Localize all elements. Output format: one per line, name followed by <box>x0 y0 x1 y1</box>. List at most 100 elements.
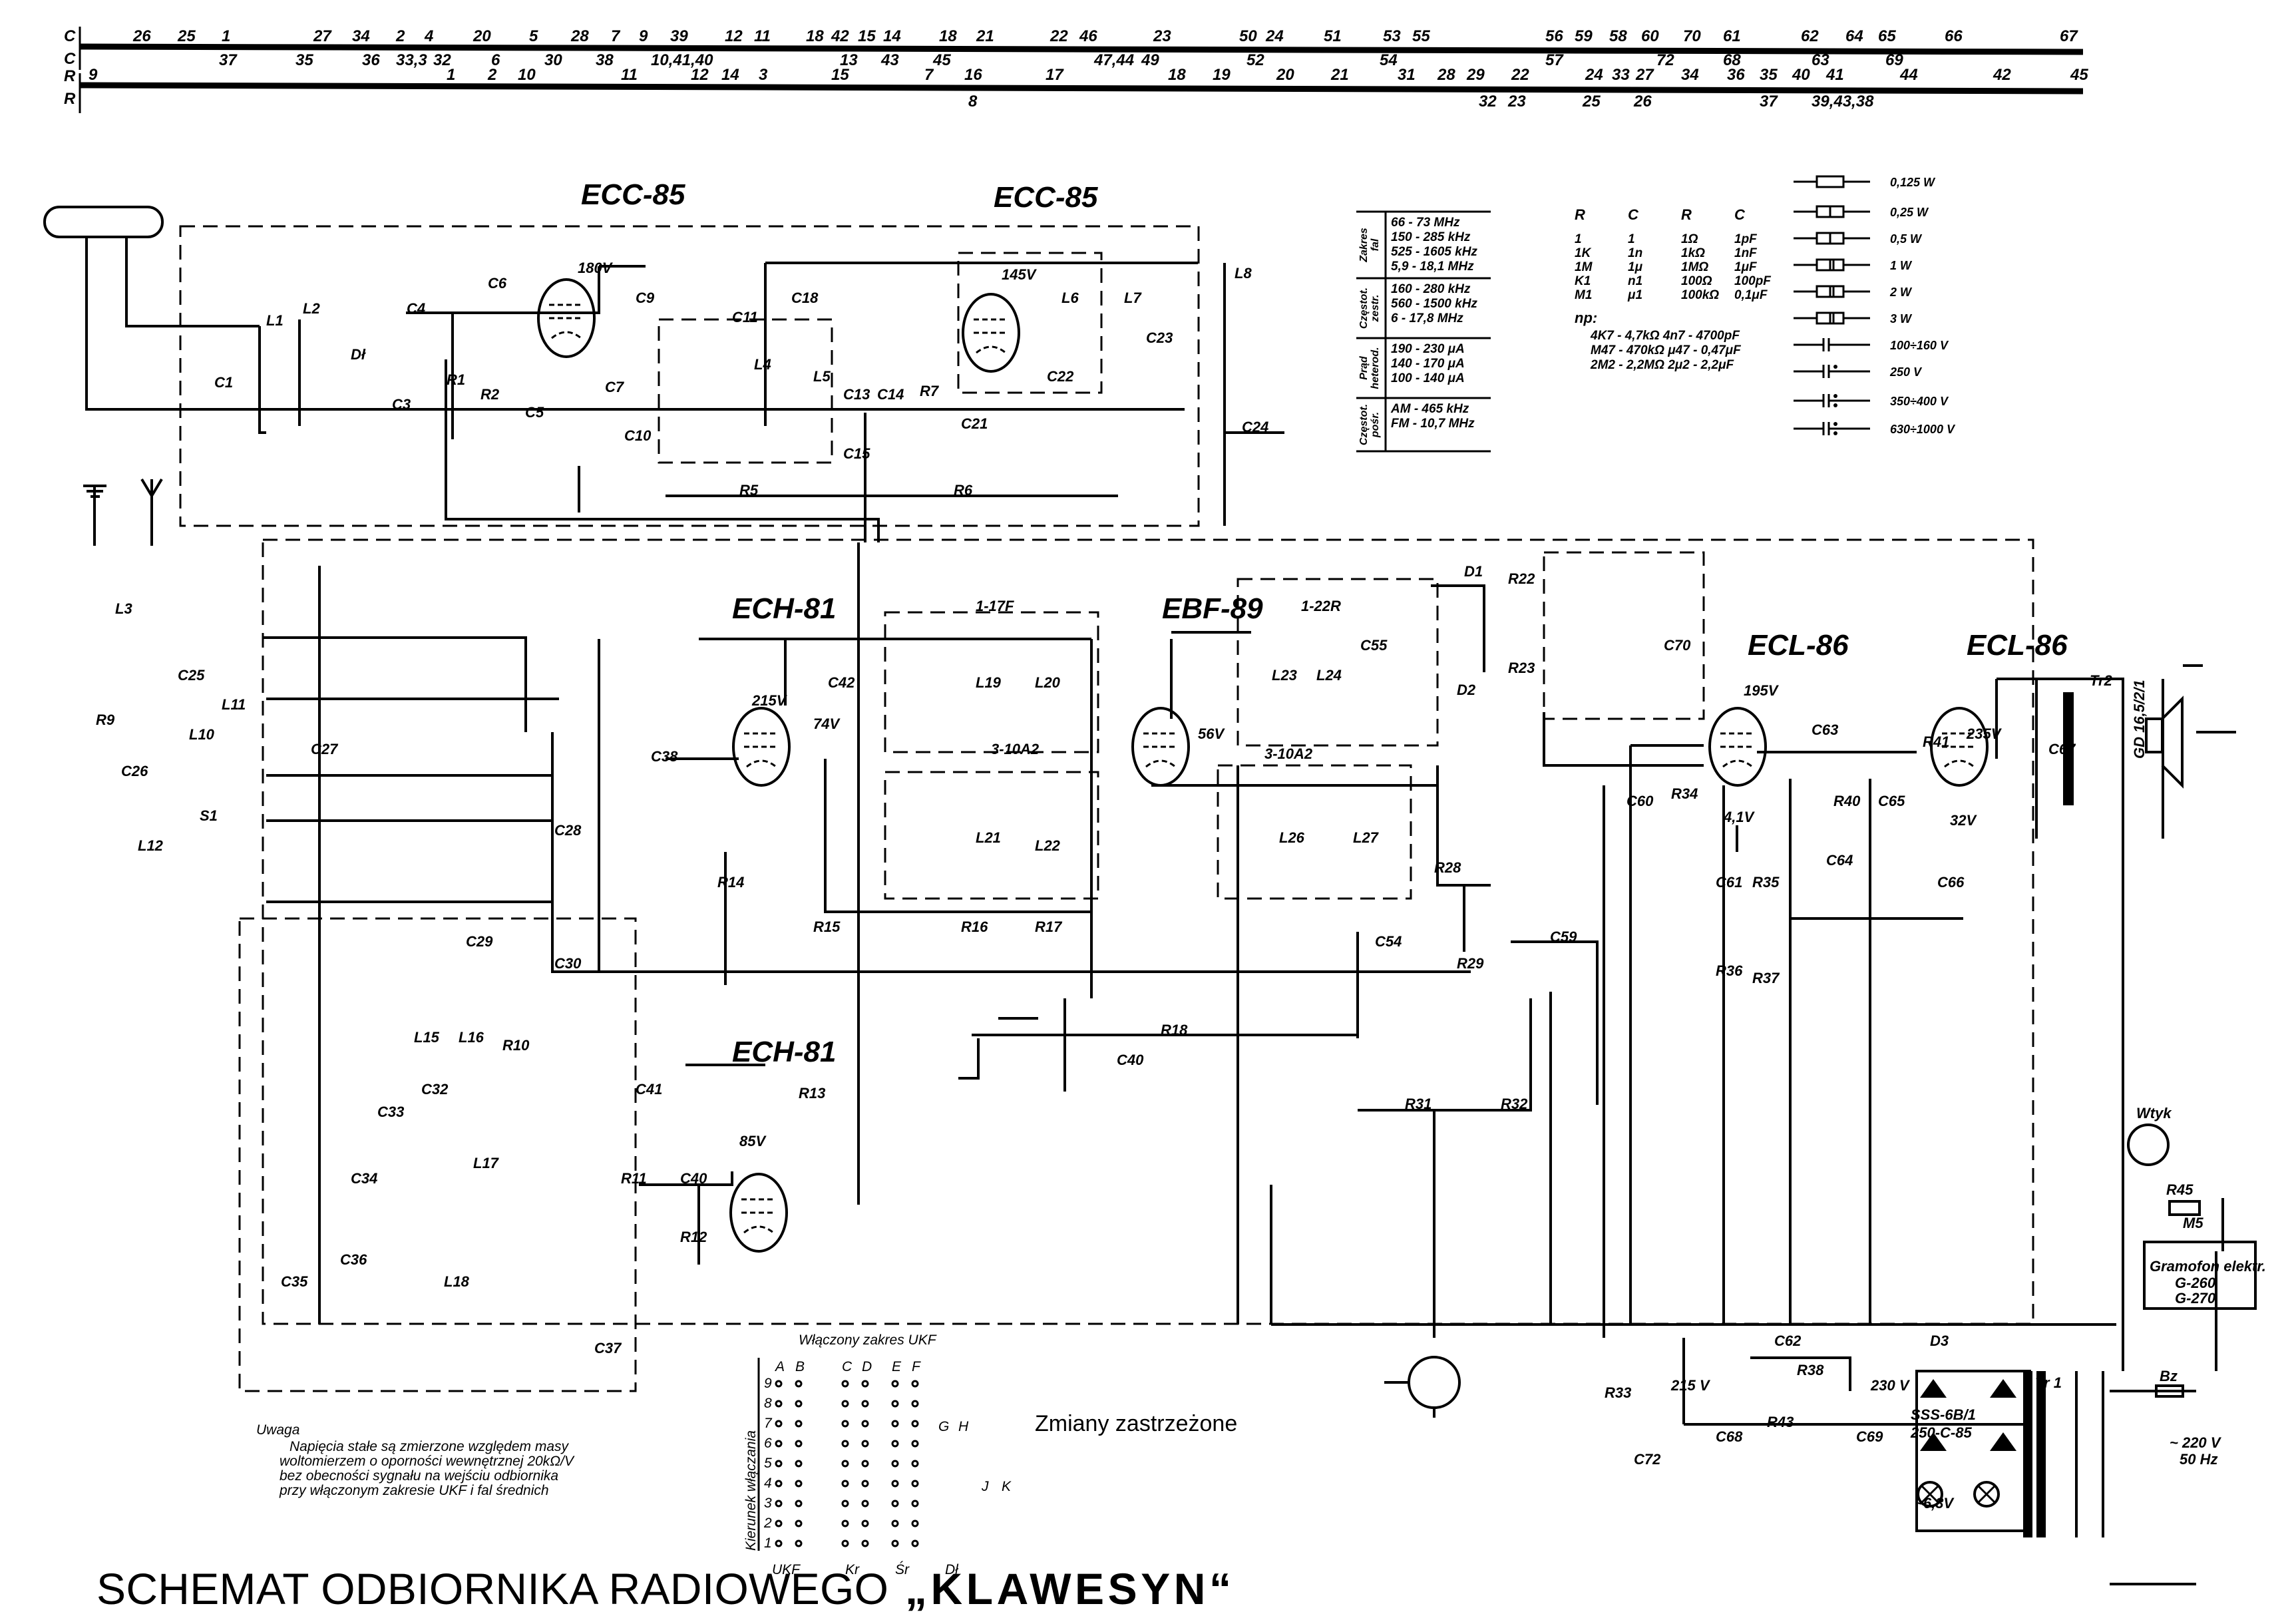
tube-envelope-icon <box>1930 707 1989 787</box>
scale-number: 72 <box>1656 51 1674 69</box>
component-label: 145V <box>1002 266 1038 283</box>
switch-contact-icon <box>891 1440 899 1448</box>
switch-contact-icon <box>861 1440 869 1448</box>
switch-contact-icon <box>795 1400 803 1408</box>
legend-capacitor-label: 250 V <box>1889 365 1923 379</box>
tube-label: ECH-81 <box>732 592 837 625</box>
scale-number: 32 <box>433 51 451 69</box>
component-label: R2 <box>480 386 500 403</box>
scale-number: 18 <box>939 27 957 45</box>
scale-number: 37 <box>1760 93 1778 110</box>
component-label: L5 <box>813 368 831 385</box>
component-label: R36 <box>1716 962 1743 979</box>
switch-column-label: F <box>912 1359 921 1374</box>
component-label: D2 <box>1457 682 1476 698</box>
component-label: C22 <box>1047 368 1074 385</box>
tube-label: ECC-85 <box>994 181 1098 214</box>
code-example: 4K7 - 4,7kΩ 4n7 - 4700pF <box>1590 329 1740 343</box>
switch-contact-icon <box>795 1380 803 1388</box>
scale-number: 1 <box>222 27 230 45</box>
scale-number: 58 <box>1609 27 1627 45</box>
scale-number: 1 <box>447 66 455 84</box>
scale-number: 34 <box>1681 66 1699 84</box>
changes-note: Zmiany zastrzeżone <box>1035 1411 1237 1436</box>
tube-label: ECL-86 <box>1967 629 2068 662</box>
scale-number: 35 <box>1760 66 1778 84</box>
switch-contact-icon <box>911 1420 919 1428</box>
scale-number: 53 <box>1383 27 1401 45</box>
component-label: C30 <box>554 955 582 972</box>
component-label: L12 <box>138 837 164 854</box>
code-value: 1MΩ <box>1681 260 1708 274</box>
capacitor-symbol-icon <box>1794 365 1870 378</box>
component-label: C54 <box>1375 933 1402 950</box>
code-value: 1μF <box>1734 260 1758 274</box>
code-value: 1n <box>1628 246 1642 260</box>
switch-column-label: A <box>774 1359 785 1374</box>
component-label: R10 <box>502 1037 530 1054</box>
component-label: R29 <box>1457 955 1484 972</box>
component-label: R33 <box>1605 1384 1631 1401</box>
component-label: L10 <box>189 726 215 743</box>
scale-number: 20 <box>1276 66 1294 84</box>
scale-number: 23 <box>1153 27 1171 45</box>
component-label: 250-C-85 <box>1910 1424 1972 1441</box>
scale-number: 46 <box>1079 27 1097 45</box>
voltage-dot-icon <box>1833 431 1837 435</box>
component-label: R22 <box>1508 570 1535 587</box>
scale-number: 66 <box>1945 27 1963 45</box>
code-value: n1 <box>1628 274 1642 288</box>
oscillator-box <box>957 252 1103 394</box>
component-label: C41 <box>636 1081 662 1098</box>
component-label: L20 <box>1035 674 1061 691</box>
component-label: R35 <box>1752 874 1780 891</box>
tube-electrodes-icon <box>549 304 584 339</box>
scale-number: 26 <box>1633 93 1652 110</box>
tube-envelope-icon <box>729 1173 788 1253</box>
note-line: bez obecności sygnału na wejściu odbiorn… <box>280 1468 558 1484</box>
component-label: C59 <box>1550 928 1577 945</box>
component-label: C29 <box>466 933 493 950</box>
code-header: C <box>1628 206 1639 223</box>
component-label: C15 <box>843 445 870 462</box>
tube-label: ECL-86 <box>1748 629 1849 662</box>
component-label: C34 <box>351 1170 377 1187</box>
scale-number: 68 <box>1723 51 1741 69</box>
switch-contact-icon <box>891 1520 899 1527</box>
scale-number: 18 <box>1168 66 1186 84</box>
scale-number: 21 <box>1330 66 1349 84</box>
scale-number: 6 <box>491 51 500 69</box>
scale-number: 7 <box>611 27 621 45</box>
switch-position-label: 8 <box>764 1396 772 1411</box>
component-label: 1-17F <box>976 598 1014 614</box>
switch-contact-icon <box>795 1500 803 1508</box>
component-label: L8 <box>1235 265 1252 282</box>
component-label: C68 <box>1716 1428 1743 1445</box>
radio-name: „KLAWESYN“ <box>905 1564 1231 1613</box>
component-label: L1 <box>266 312 284 329</box>
scale-number: 17 <box>1046 66 1064 84</box>
code-value: 1K <box>1575 246 1592 260</box>
gramophone-block: Gramofon elektr. G-260 G-270 Wtyk R45 M5 <box>2127 1105 2266 1310</box>
component-label: L22 <box>1035 837 1061 854</box>
gramophone-model: G-270 <box>2175 1290 2216 1307</box>
component-label: C6 <box>488 275 507 292</box>
scale-number: 15 <box>858 27 876 45</box>
scale-number: 27 <box>1635 66 1654 84</box>
page-title: SCHEMAT ODBIORNIKA RADIOWEGO <box>96 1564 888 1613</box>
switch-position-label: 6 <box>764 1436 772 1451</box>
component-label: C24 <box>1242 419 1268 435</box>
fuse-label: Bz <box>2160 1368 2178 1384</box>
component-label: S1 <box>200 807 218 824</box>
scale-number: 28 <box>1437 66 1455 84</box>
tube-electrodes-icon <box>974 318 1008 354</box>
component-label: R7 <box>920 383 940 399</box>
legend-capacitor-label: 630÷1000 V <box>1890 423 1956 436</box>
code-value: 0,1μF <box>1734 288 1768 302</box>
band-value: 190 - 230 μA <box>1391 342 1465 356</box>
scale-number: 51 <box>1324 27 1342 45</box>
chassis-shield <box>262 538 2034 1325</box>
voltage-note: Uwaga Napięcia stałe są zmierzone względ… <box>256 1422 575 1498</box>
scale-number: 35 <box>295 51 313 69</box>
